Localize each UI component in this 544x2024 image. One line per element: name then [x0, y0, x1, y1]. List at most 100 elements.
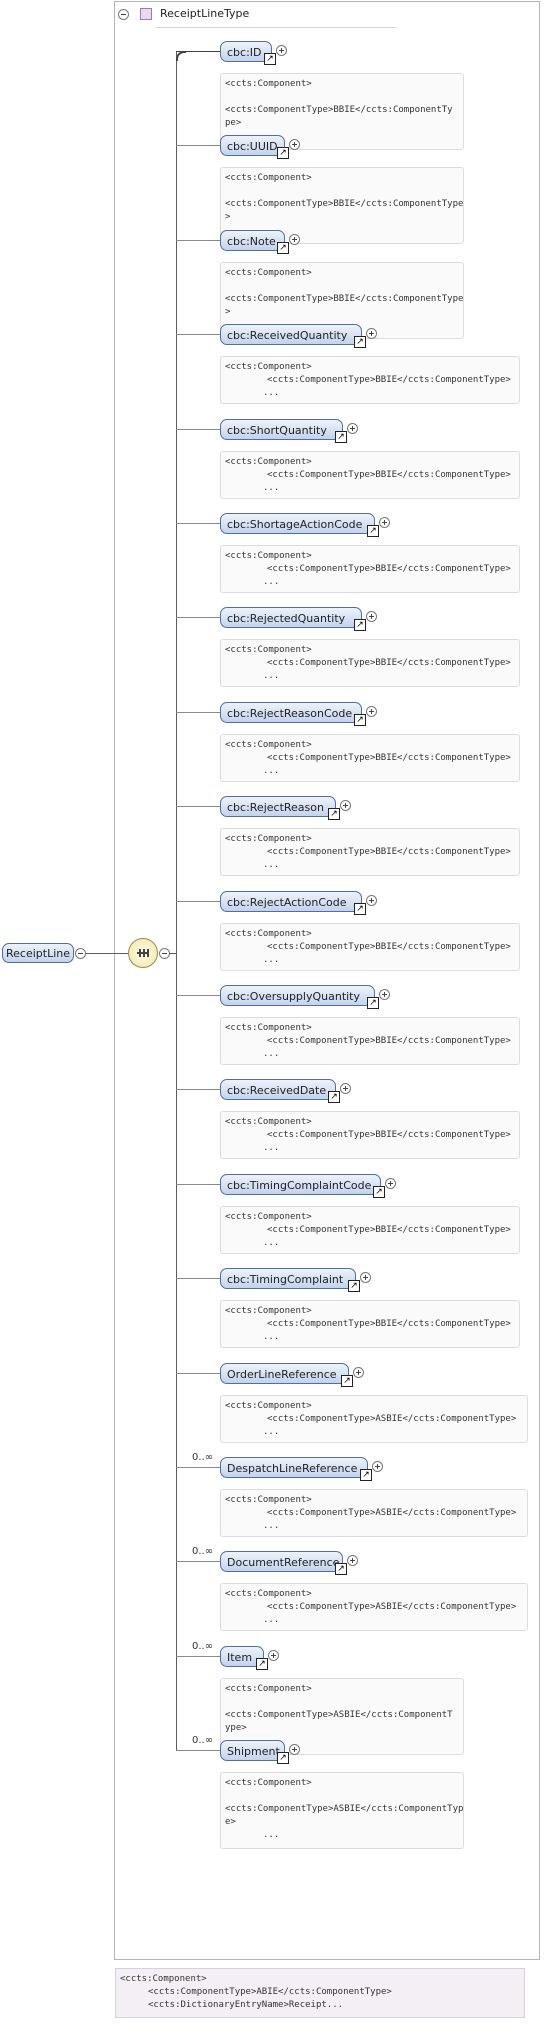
doc-ellipsis: ... — [263, 955, 280, 965]
element-name: cbc:RejectActionCode — [227, 896, 347, 909]
doc-line: > — [225, 307, 231, 317]
doc-ellipsis: ... — [263, 860, 280, 870]
doc-line — [225, 91, 459, 104]
doc-line: <ccts:ComponentType>BBIE</ccts:Component… — [267, 1319, 511, 1329]
doc-line — [225, 185, 459, 198]
doc-line: ype> — [225, 1723, 247, 1733]
element-connector — [176, 240, 220, 241]
element-name: cbc:Note — [227, 235, 276, 248]
element-documentation: <ccts:Component><ccts:ComponentType>BBIE… — [220, 734, 520, 782]
doc-ellipsis: ... — [263, 1521, 280, 1531]
expand-element-icon[interactable] — [347, 423, 358, 434]
element-connector — [176, 145, 220, 146]
element-node[interactable]: DespatchLineReference — [220, 1457, 368, 1478]
element-name: cbc:RejectedQuantity — [227, 612, 346, 625]
element-node[interactable]: cbc:RejectReasonCode — [220, 702, 362, 723]
doc-line: <ccts:Component> — [225, 645, 312, 655]
element-documentation: <ccts:Component><ccts:ComponentType>BBIE… — [220, 828, 520, 876]
reference-arrow-icon: ↗ — [348, 1280, 360, 1292]
sequence-connector — [169, 953, 176, 954]
doc-line: <ccts:Component> — [225, 1306, 312, 1316]
element-documentation: <ccts:Component><ccts:ComponentType>BBIE… — [220, 1017, 520, 1065]
expand-element-icon[interactable] — [276, 45, 287, 56]
expand-element-icon[interactable] — [289, 234, 300, 245]
element-node[interactable]: cbc:OversupplyQuantity — [220, 985, 375, 1006]
expand-element-icon[interactable] — [360, 1272, 371, 1283]
doc-line: <ccts:ComponentType>ASBIE</ccts:Componen… — [267, 1508, 517, 1518]
element-documentation: <ccts:Component> <ccts:ComponentType>BBI… — [220, 73, 464, 150]
expand-element-icon[interactable] — [366, 328, 377, 339]
expand-element-icon[interactable] — [340, 1083, 351, 1094]
element-node[interactable]: cbc:RejectActionCode — [220, 891, 362, 912]
occurrence-label: 0..∞ — [192, 1735, 214, 1746]
reference-arrow-icon: ↗ — [360, 1469, 372, 1481]
element-name: DespatchLineReference — [227, 1462, 358, 1475]
collapse-type-icon[interactable] — [118, 9, 129, 20]
expand-element-icon[interactable] — [353, 1367, 364, 1378]
element-connector — [176, 617, 220, 618]
element-node[interactable]: cbc:RejectReason — [220, 796, 336, 817]
element-name: cbc:RejectReason — [227, 801, 324, 814]
sequence-spine — [176, 51, 177, 1751]
element-connector — [176, 1089, 220, 1090]
reference-arrow-icon: ↗ — [373, 1186, 385, 1198]
doc-ellipsis: ... — [263, 483, 280, 493]
expand-element-icon[interactable] — [366, 706, 377, 717]
spine-corner — [176, 51, 186, 61]
doc-ellipsis: ... — [263, 766, 280, 776]
element-documentation: <ccts:Component><ccts:ComponentType>BBIE… — [220, 923, 520, 971]
doc-line: > — [225, 212, 231, 222]
element-node[interactable]: cbc:ReceivedDate — [220, 1079, 336, 1100]
reference-arrow-icon: ↗ — [335, 1563, 347, 1575]
element-documentation: <ccts:Component> <ccts:ComponentType>BBIE… — [220, 1300, 520, 1348]
collapse-root-icon[interactable] — [75, 948, 86, 959]
expand-element-icon[interactable] — [379, 517, 390, 528]
doc-line: <ccts:Component> — [225, 1589, 312, 1599]
expand-element-icon[interactable] — [347, 1555, 358, 1566]
element-node[interactable]: cbc:ReceivedQuantity — [220, 324, 362, 345]
element-node[interactable]: Shipment — [220, 1740, 285, 1761]
expand-element-icon[interactable] — [268, 1650, 279, 1661]
sequence-compositor[interactable] — [128, 938, 158, 968]
element-node[interactable]: OrderLineReference — [220, 1363, 349, 1384]
element-name: cbc:ReceivedQuantity — [227, 329, 348, 342]
reference-arrow-icon: ↗ — [354, 619, 366, 631]
doc-line: <ccts:ComponentType>BBIE</ccts:Component… — [267, 375, 511, 385]
expand-element-icon[interactable] — [366, 895, 377, 906]
expand-element-icon[interactable] — [289, 139, 300, 150]
element-name: cbc:UUID — [227, 140, 278, 153]
occurrence-label: 0..∞ — [192, 1546, 214, 1557]
element-node[interactable]: DocumentReference — [220, 1551, 343, 1572]
expand-element-icon[interactable] — [340, 800, 351, 811]
element-node[interactable]: cbc:RejectedQuantity — [220, 607, 362, 628]
doc-line: <ccts:Component> — [225, 1778, 312, 1788]
element-node[interactable]: cbc:ShortageActionCode — [220, 513, 375, 534]
expand-element-icon[interactable] — [372, 1461, 383, 1472]
doc-ellipsis: ... — [263, 671, 280, 681]
element-node[interactable]: Item — [220, 1646, 264, 1667]
element-node[interactable]: cbc:ShortQuantity — [220, 419, 343, 440]
element-node[interactable]: cbc:UUID — [220, 135, 285, 156]
expand-element-icon[interactable] — [379, 989, 390, 1000]
doc-line: <ccts:Component> — [225, 268, 312, 278]
element-node[interactable]: cbc:Note — [220, 230, 285, 251]
doc-line: <ccts:ComponentType>BBIE</ccts:Component… — [267, 470, 511, 480]
doc-ellipsis: ... — [263, 1143, 280, 1153]
reference-arrow-icon: ↗ — [277, 1752, 289, 1764]
expand-element-icon[interactable] — [385, 1178, 396, 1189]
expand-element-icon[interactable] — [289, 1744, 300, 1755]
element-node[interactable]: cbc:TimingComplaintCode — [220, 1174, 381, 1195]
element-connector — [176, 334, 220, 335]
doc-ellipsis: ... — [263, 388, 280, 398]
root-element-node[interactable]: ReceiptLine — [2, 943, 74, 963]
element-node[interactable]: cbc:TimingComplaint — [220, 1268, 356, 1289]
element-documentation: <ccts:Component><ccts:ComponentType>ASBI… — [220, 1583, 528, 1631]
occurrence-label: 0..∞ — [192, 1641, 214, 1652]
expand-element-icon[interactable] — [366, 611, 377, 622]
doc-line: e> — [225, 1817, 236, 1827]
reference-arrow-icon: ↗ — [367, 525, 379, 537]
element-node[interactable]: cbc:ID — [220, 41, 272, 62]
element-connector — [176, 1750, 220, 1751]
element-documentation: <ccts:Component> <ccts:ComponentType>ASB… — [220, 1772, 464, 1849]
element-connector — [176, 429, 220, 430]
